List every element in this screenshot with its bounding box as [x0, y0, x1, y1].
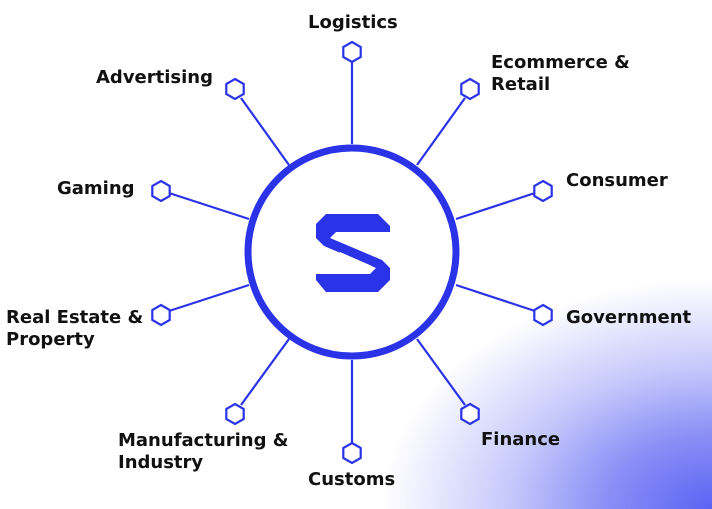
hexagon-nodes	[151, 40, 553, 465]
hexagon-icon	[151, 303, 171, 327]
node-label-ecommerce-retail: Ecommerce & Retail	[491, 52, 630, 96]
hexagon-icon	[533, 303, 553, 327]
spoke-consumer	[455, 191, 536, 221]
node-label-real-estate-property: Real Estate & Property	[6, 307, 143, 351]
label-text: Manufacturing & Industry	[118, 430, 289, 473]
spoke-lines	[168, 62, 536, 443]
hexagon-icon	[151, 179, 171, 203]
spoke-advertising	[240, 97, 290, 166]
hexagon-icon	[460, 402, 480, 426]
spoke-gaming	[168, 191, 250, 221]
hexagon-icon	[225, 77, 245, 101]
hexagon-icon	[225, 402, 245, 426]
node-label-logistics: Logistics	[308, 12, 398, 33]
spoke-ecommerce-retail	[416, 97, 466, 166]
s-logo-icon	[316, 214, 390, 292]
node-label-consumer: Consumer	[566, 170, 668, 191]
hexagon-icon	[460, 77, 480, 101]
node-label-advertising: Advertising	[96, 67, 213, 88]
spoke-real-estate-property	[168, 283, 250, 313]
node-label-gaming: Gaming	[57, 178, 135, 199]
spoke-finance	[416, 338, 466, 406]
hexagon-icon	[342, 40, 362, 64]
hexagon-icon	[342, 441, 362, 465]
spoke-government	[455, 283, 536, 313]
node-label-manufacturing-industry: Manufacturing & Industry	[118, 430, 288, 474]
node-label-finance: Finance	[481, 429, 561, 450]
node-label-customs: Customs	[308, 469, 396, 490]
label-text: Ecommerce & Retail	[491, 52, 630, 95]
hexagon-icon	[533, 179, 553, 203]
label-text: Real Estate & Property	[6, 307, 144, 350]
spoke-manufacturing-industry	[240, 338, 290, 406]
node-label-government: Government	[566, 307, 692, 328]
